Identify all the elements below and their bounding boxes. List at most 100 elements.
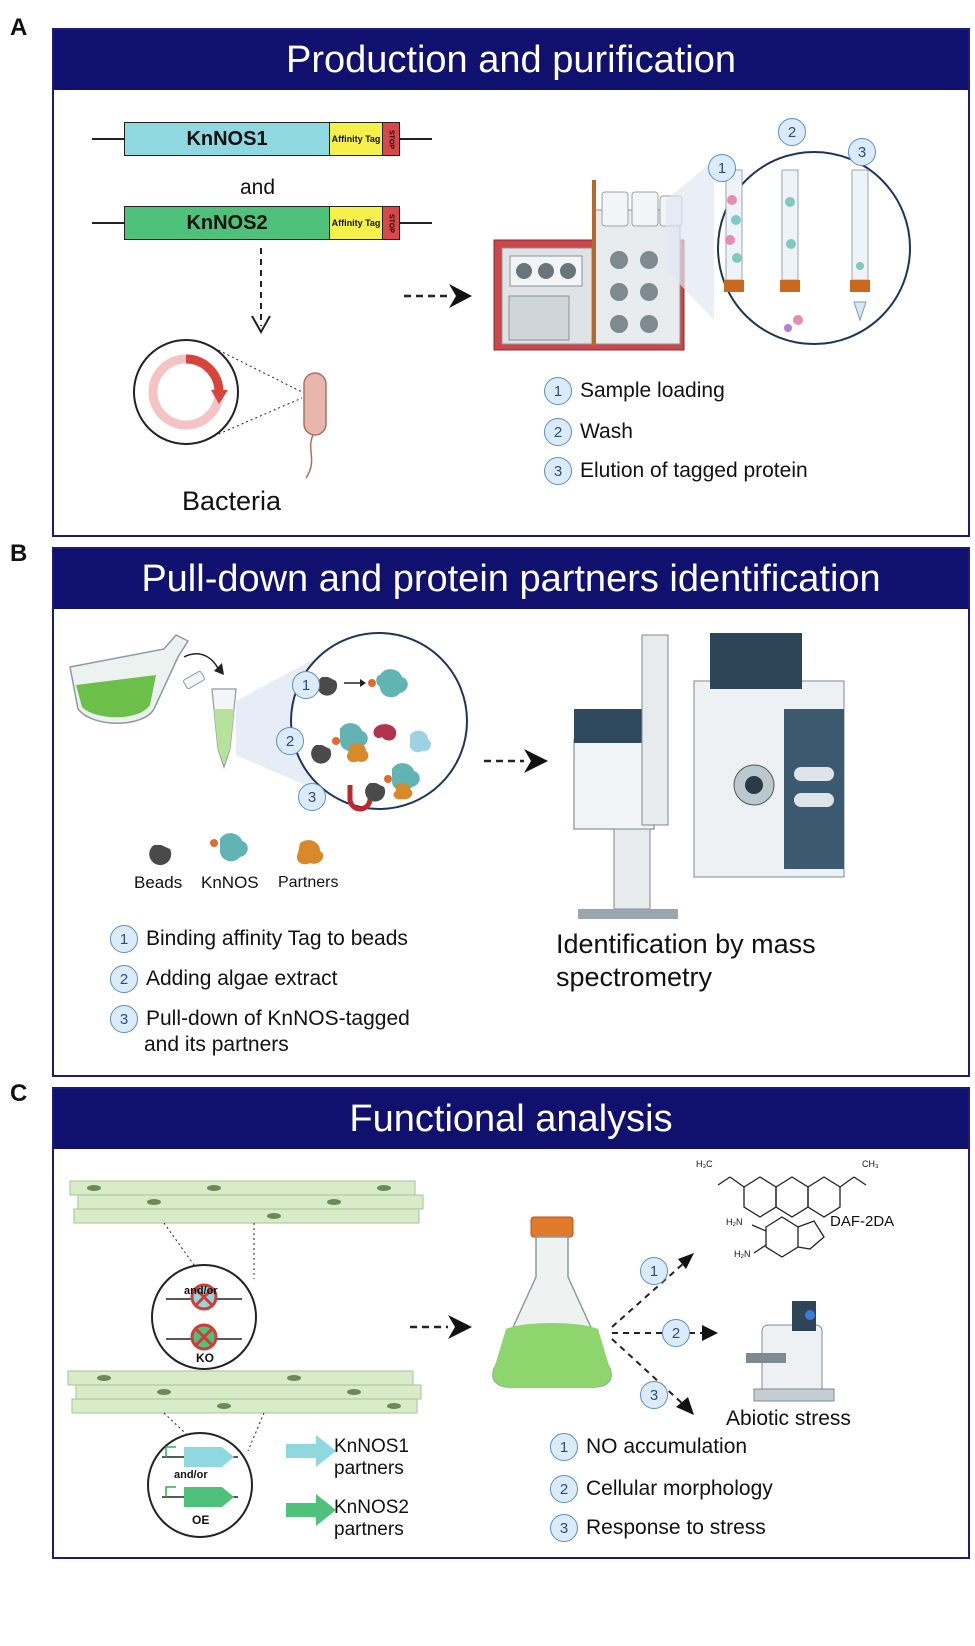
panel-b-step-2: 2 Adding algae extract [110,965,337,993]
step-number: 3 [110,1005,138,1033]
step-label: Pull-down of KnNOS-tagged [146,1007,410,1030]
down-arrow-icon [251,315,271,335]
panel-a-illustration [133,151,911,479]
partners-label: Partners [278,874,339,891]
step-number: 2 [550,1475,578,1503]
knnos2-partners-label: KnNOS2 partners [334,1497,409,1541]
pulldown-step-1-badge: 1 [292,671,320,699]
panel-a-step-1: 1 Sample loading [544,377,725,405]
step-label: Sample loading [580,379,725,402]
column-2-icon [780,169,803,332]
column-step-1-badge: 1 [708,154,736,182]
oe-andor-label: and/or [174,1469,208,1481]
step-number: 1 [544,377,572,405]
panel-b-title: Pull-down and protein partners identific… [54,549,968,609]
daf-2da-label: DAF-2DA [830,1213,895,1230]
knnos-label: KnNOS [201,873,259,892]
mass-spec-label-line1: Identification by mass [556,929,816,959]
panel-a-step-2: 2 Wash [544,418,633,446]
mass-spec-label-line2: spectrometry [556,962,713,992]
panel-b-step-1: 1 Binding affinity Tag to beads [110,925,408,953]
column-1-icon [724,169,744,292]
step-label: Adding algae extract [146,967,338,990]
knnos1-partners-word: partners [334,1458,404,1479]
culture-flask-icon [492,1216,612,1388]
step-number: 2 [544,418,572,446]
panel-b-letter: B [10,540,28,567]
panel-a-step-3: 3 Elution of tagged protein [544,457,808,485]
panel-b-step-3: 3 Pull-down of KnNOS-tagged [110,1005,410,1033]
knnos1-partners-arrow-icon [286,1435,336,1467]
step-label: NO accumulation [586,1435,748,1458]
panel-c: Functional analysis [52,1087,970,1559]
partner-protein-icon [346,743,369,763]
pulldown-zoom-circle [290,632,468,810]
pulldown-step-2-badge: 2 [276,727,304,755]
oe-label: OE [192,1513,210,1527]
chem-ch3-label: CH₃ [862,1159,879,1169]
gene2-stop: STOP [382,207,399,239]
chem-h3c-label: H₃C [696,1159,713,1169]
partners-legend-icon [296,840,324,865]
knnos2-partners-word: partners [334,1519,404,1540]
right-arrow-icon [448,1315,472,1339]
knnos1-partners-label: KnNOS1 partners [334,1436,409,1480]
bacteria-label: Bacteria [182,486,282,516]
chem-h2n-label-2: H₂N [734,1249,751,1259]
panel-c-illustration [67,1176,867,1538]
output-step-2-badge: 2 [662,1319,690,1347]
ko-zoom-circle [151,1264,257,1370]
step-label: Binding affinity Tag to beads [146,927,408,950]
bacterium-icon [303,372,327,436]
panel-c-title: Functional analysis [54,1089,968,1149]
beads-label: Beads [134,873,183,892]
panel-c-step-2: 2 Cellular morphology [550,1475,773,1503]
knnos1-name: KnNOS1 [334,1436,409,1457]
knnos-legend-icon [220,833,248,862]
step-number: 1 [110,925,138,953]
knnos-protein-icon [376,669,408,698]
right-arrow-icon [524,749,548,773]
and-label: and [240,176,276,199]
chromatography-system-icon [493,180,685,351]
panel-c-step-3: 3 Response to stress [550,1514,766,1542]
panel-b-step-3-continued: and its partners [144,1033,289,1056]
step-label: Response to stress [586,1516,766,1539]
bead-icon [317,677,338,696]
algae-filament-top-icon [69,1180,424,1224]
output-step-1-badge: 1 [640,1257,668,1285]
gene2-affinity-tag: Affinity Tag [329,207,382,239]
panel-a: Production and purification KnNOS1 Affin… [52,28,970,537]
magnet-icon [347,785,373,812]
knnos2-partners-arrow-icon [286,1494,336,1526]
overexpress-gene1-icon [184,1447,234,1467]
chem-h2n-label-1: H₂N [726,1217,743,1227]
overexpress-gene2-icon [184,1487,234,1507]
algae-flask-icon [69,634,190,724]
step-number: 1 [550,1433,578,1461]
columns-zoom-circle [717,151,911,345]
mass-spectrometer-icon [573,633,845,919]
step-label: Wash [580,420,633,443]
panel-a-title: Production and purification [54,30,968,90]
column-3-icon [850,169,870,322]
step-label: Cellular morphology [586,1477,773,1500]
panel-c-step-1: 1 NO accumulation [550,1433,747,1461]
panel-b-illustration [69,632,845,919]
panel-b: Pull-down and protein partners identific… [52,547,970,1077]
column-step-3-badge: 3 [848,138,876,166]
step-number: 2 [110,965,138,993]
column-step-2-badge: 2 [778,118,806,146]
ko-label: KO [196,1351,214,1365]
step-number: 3 [550,1514,578,1542]
gene2-label: KnNOS2 [125,207,329,239]
tube-icon [183,670,237,769]
gene2-construct: KnNOS2 Affinity Tag STOP [124,206,400,240]
step-label: Elution of tagged protein [580,459,808,482]
microscope-icon [746,1301,835,1402]
gene1-affinity-tag: Affinity Tag [329,123,382,155]
right-arrow-icon [449,284,472,308]
abiotic-stress-label: Abiotic stress [726,1407,851,1430]
gene1-construct: KnNOS1 Affinity Tag STOP [124,122,400,156]
gene1-stop: STOP [382,123,399,155]
